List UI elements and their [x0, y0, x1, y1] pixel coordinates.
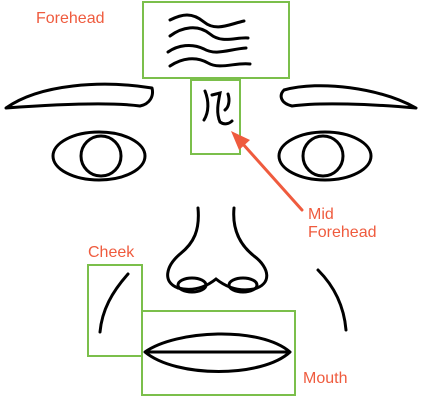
right-cheek-line	[318, 270, 346, 330]
label-mouth-text: Mouth	[303, 370, 347, 387]
label-mid-forehead-line2: Forehead	[308, 224, 377, 242]
right-eyebrow	[281, 86, 416, 108]
right-iris	[303, 136, 343, 176]
frown-line-right	[225, 94, 229, 110]
left-eyebrow	[6, 84, 153, 108]
label-forehead-text: Forehead	[36, 10, 105, 27]
mid-forehead-arrow-shaft	[242, 143, 302, 210]
label-cheek-text: Cheek	[88, 244, 134, 261]
frown-line-left	[204, 91, 208, 120]
label-mid-forehead-line1: Mid	[308, 206, 377, 224]
nose-bottom	[178, 279, 254, 290]
left-cheek-line	[100, 274, 128, 332]
nose-bridge-left	[168, 208, 199, 288]
cheek-region-box	[88, 265, 142, 356]
forehead-wrinkle-4	[170, 59, 250, 66]
forehead-wrinkle-2	[170, 28, 248, 40]
label-cheek: Cheek	[88, 244, 134, 262]
left-eye	[53, 132, 145, 180]
mid-forehead-region-box	[191, 80, 240, 154]
forehead-wrinkle-3	[168, 45, 246, 52]
left-iris	[81, 136, 121, 176]
label-mid-forehead: Mid Forehead	[308, 206, 377, 242]
label-forehead: Forehead	[36, 10, 105, 28]
label-mouth: Mouth	[303, 370, 347, 388]
forehead-wrinkle-1	[170, 15, 244, 27]
right-eye	[279, 132, 371, 180]
